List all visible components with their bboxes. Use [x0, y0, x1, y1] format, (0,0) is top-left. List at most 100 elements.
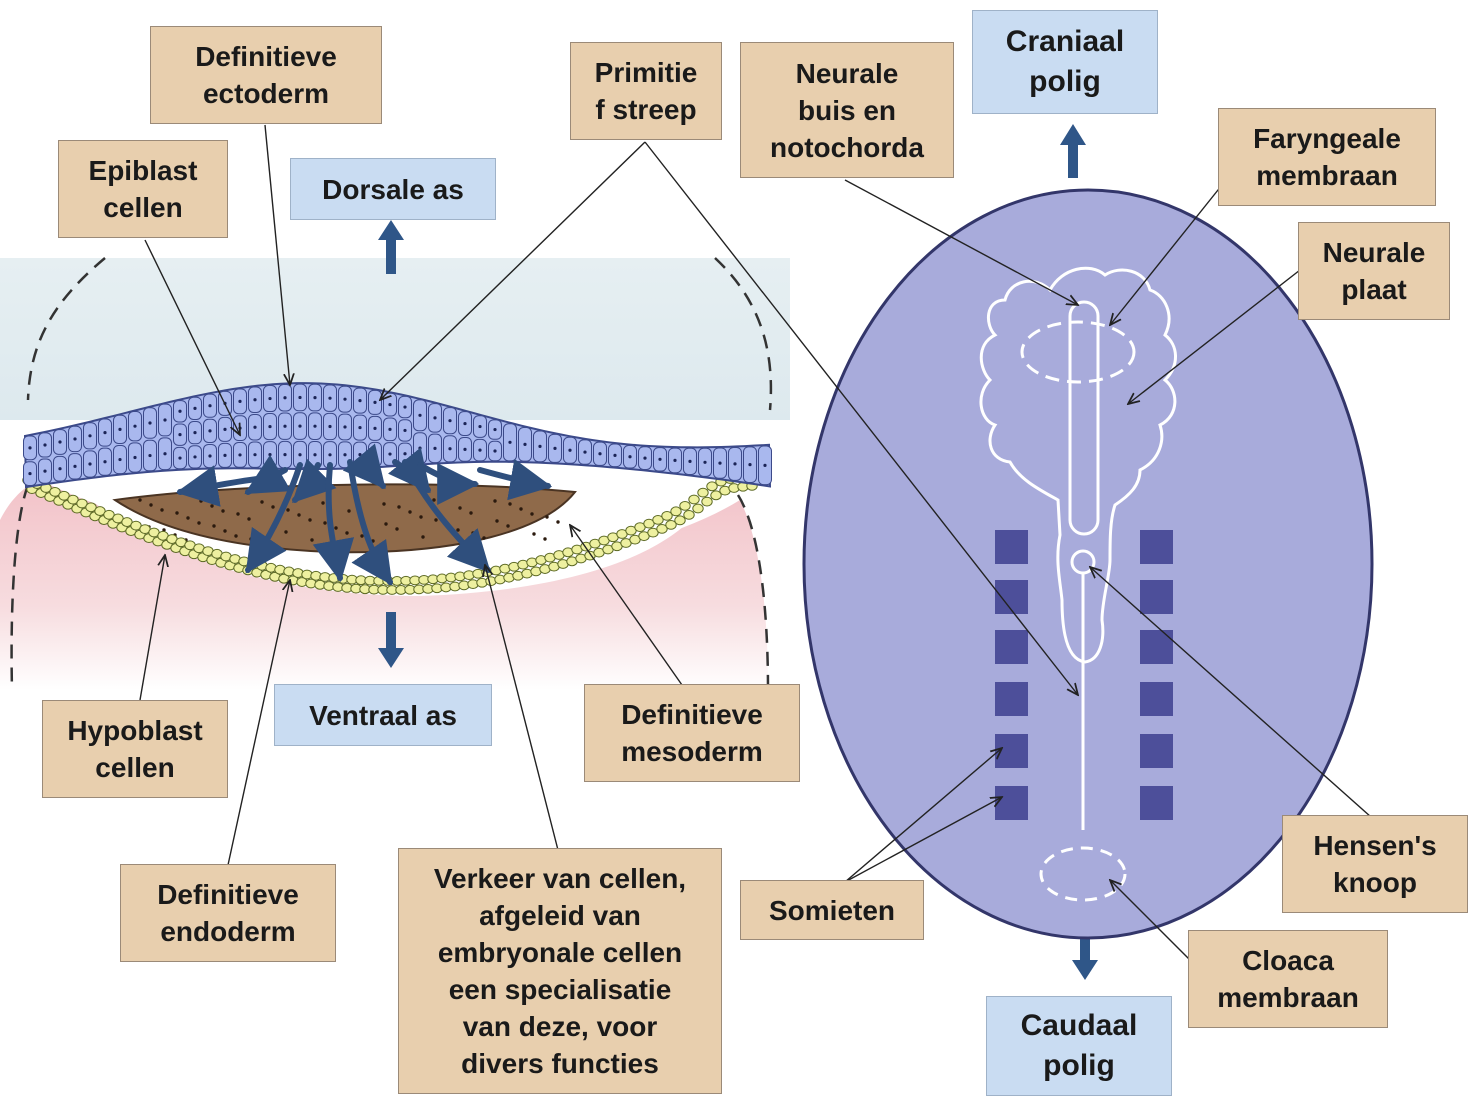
hypoblast-cell	[680, 502, 690, 511]
cell-nucleus	[28, 472, 31, 475]
mesoderm-nucleus	[532, 532, 535, 535]
neural-plate-line-2: plaat	[1341, 271, 1406, 308]
cell-nucleus	[553, 447, 556, 450]
cell-nucleus	[103, 460, 106, 463]
mesoderm-label: Definitieve mesoderm	[584, 684, 800, 782]
cell-nucleus	[343, 398, 346, 401]
mesoderm-nucleus	[421, 535, 424, 538]
somite-block	[995, 630, 1028, 664]
caudal-pole-line-1: Caudaal	[1021, 1006, 1138, 1046]
somites-label: Somieten	[740, 880, 924, 940]
primitive-streak-line-2: f streep	[595, 91, 696, 128]
mesoderm-nucleus	[530, 512, 533, 515]
hypoblast-cell	[684, 511, 694, 520]
cell-nucleus	[328, 453, 331, 456]
cell-nucleus	[178, 410, 181, 413]
cell-nucleus	[433, 447, 436, 450]
mesoderm-nucleus	[284, 530, 287, 533]
somite-block	[1140, 734, 1173, 768]
somite-block	[995, 734, 1028, 768]
cell-nucleus	[403, 452, 406, 455]
cell-nucleus	[208, 404, 211, 407]
hypoblast-cell	[693, 504, 703, 513]
endoderm-label: Definitieve endoderm	[120, 864, 336, 962]
cell-nucleus	[88, 434, 91, 437]
neural-tube-line-3: notochorda	[770, 129, 924, 166]
cranial-pole-label: Craniaal polig	[972, 10, 1158, 114]
cloaca-membrane-label: Cloaca membraan	[1188, 930, 1388, 1028]
cell-nucleus	[43, 443, 46, 446]
neural-tube-line-2: buis en	[798, 92, 896, 129]
mesoderm-nucleus	[508, 502, 511, 505]
cell-nucleus	[343, 453, 346, 456]
ectoderm-label: Definitieve ectoderm	[150, 26, 382, 124]
ectoderm-line-1: Definitieve	[195, 38, 337, 75]
somite-block	[1140, 786, 1173, 820]
cell-nucleus	[343, 425, 346, 428]
hensen-line-2: knoop	[1333, 864, 1417, 901]
mesoderm-nucleus	[347, 509, 350, 512]
somite-block	[995, 580, 1028, 614]
mesoderm-nucleus	[432, 498, 435, 501]
pharyngeal-membrane-label: Faryngeale membraan	[1218, 108, 1436, 206]
cell-nucleus	[148, 454, 151, 457]
cell-nucleus	[283, 396, 286, 399]
mesoderm-nucleus	[236, 512, 239, 515]
cell-nucleus	[298, 424, 301, 427]
cell-nucleus	[238, 400, 241, 403]
cloaca-line-1: Cloaca	[1242, 942, 1334, 979]
cell-nucleus	[478, 449, 481, 452]
cell-nucleus	[598, 452, 601, 455]
cell-traffic-line-5: van deze, voor	[463, 1008, 658, 1045]
cell-traffic-label: Verkeer van cellen, afgeleid van embryon…	[398, 848, 722, 1094]
mesoderm-nucleus	[138, 498, 141, 501]
mesoderm-nucleus	[469, 511, 472, 514]
mesoderm-nucleus	[223, 529, 226, 532]
cell-nucleus	[223, 428, 226, 431]
hypoblast-line-2: cellen	[95, 749, 174, 786]
cell-nucleus	[373, 427, 376, 430]
cell-nucleus	[388, 403, 391, 406]
cell-nucleus	[43, 470, 46, 473]
mesoderm-nucleus	[323, 521, 326, 524]
mesoderm-nucleus	[506, 524, 509, 527]
cranial-pole-line-1: Craniaal	[1006, 22, 1124, 62]
mesoderm-nucleus	[160, 508, 163, 511]
ventral-axis-text: Ventraal as	[309, 697, 457, 734]
mesoderm-nucleus	[249, 537, 252, 540]
cell-nucleus	[118, 428, 121, 431]
cell-nucleus	[268, 453, 271, 456]
somite-block	[1140, 580, 1173, 614]
mesoderm-nucleus	[149, 503, 152, 506]
cell-nucleus	[688, 460, 691, 463]
mesoderm-nucleus	[234, 534, 237, 537]
pharyngeal-line-2: membraan	[1256, 157, 1398, 194]
cell-nucleus	[763, 464, 766, 467]
neural-tube	[1070, 302, 1098, 534]
mesoderm-line-2: mesoderm	[621, 733, 763, 770]
mesoderm-nucleus	[175, 511, 178, 514]
cell-nucleus	[253, 426, 256, 429]
cell-nucleus	[703, 461, 706, 464]
cell-nucleus	[538, 445, 541, 448]
cell-nucleus	[523, 443, 526, 446]
neural-tube-line-1: Neurale	[796, 55, 899, 92]
somite-block	[995, 530, 1028, 564]
cell-nucleus	[223, 454, 226, 457]
cranial-arrow	[1060, 124, 1086, 178]
cell-nucleus	[73, 465, 76, 468]
pharyngeal-line-1: Faryngeale	[1253, 120, 1401, 157]
dorsal-axis-text: Dorsale as	[322, 171, 464, 208]
cell-nucleus	[613, 454, 616, 457]
cell-traffic-line-6: divers functies	[461, 1045, 659, 1082]
epiblast-line-1: Epiblast	[89, 152, 198, 189]
mesoderm-nucleus	[519, 507, 522, 510]
mesoderm-nucleus	[297, 513, 300, 516]
cell-nucleus	[478, 425, 481, 428]
primitive-streak-line-1: Primitie	[595, 54, 698, 91]
mesoderm-nucleus	[212, 524, 215, 527]
cell-nucleus	[208, 454, 211, 457]
cell-traffic-line-4: een specialisatie	[449, 971, 672, 1008]
mesoderm-nucleus	[310, 538, 313, 541]
